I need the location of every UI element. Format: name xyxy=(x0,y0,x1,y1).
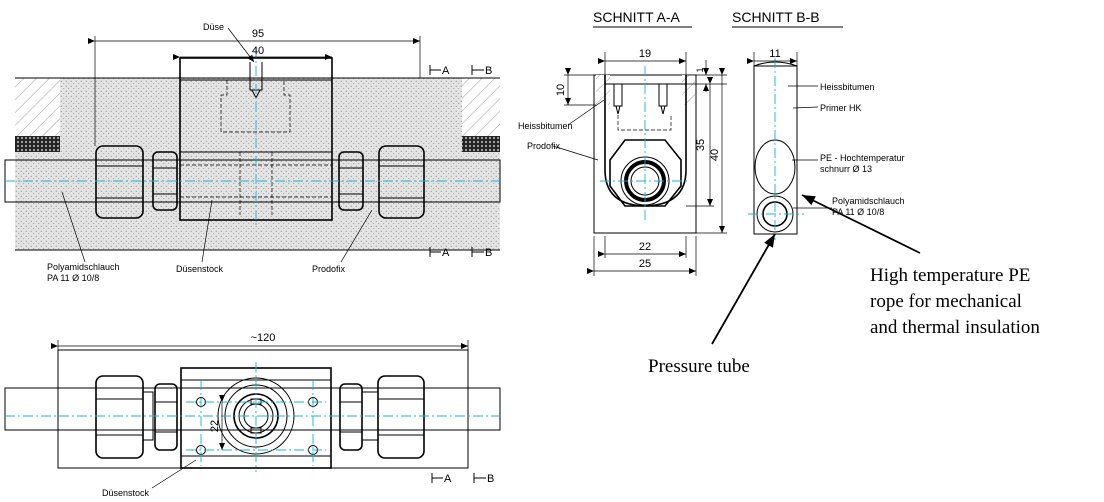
arrow-pressure-tube xyxy=(711,233,776,345)
annotations: High temperature PE rope for mechanical … xyxy=(648,194,1040,377)
title-section-a-a: SCHNITT A-A xyxy=(593,9,681,25)
label-hose-line1: Polyamidschlauch xyxy=(47,262,120,272)
fitting-nut-right-top xyxy=(377,375,425,459)
dim-10-label: 10 xyxy=(555,84,567,96)
cut-mark-a-top: A xyxy=(442,65,450,77)
pe-rope-left xyxy=(15,136,60,152)
label-heissbitumen-a: Heissbitumen xyxy=(518,121,573,131)
front-view: 95 40 Düse A B A B Polyamidschlauch PA 1… xyxy=(4,22,501,283)
title-section-b-b: SCHNITT B-B xyxy=(732,9,820,25)
label-hose-b-line1: Polyamidschlauch xyxy=(832,196,905,206)
fitting-hex-left-top xyxy=(154,383,178,451)
annotation-rope-line2: rope for mechanical xyxy=(870,291,1022,312)
dim-25-label: 25 xyxy=(639,258,651,270)
fitting-hex-section xyxy=(609,139,682,207)
label-hose-b-line2: PA 11 Ø 10/8 xyxy=(832,207,884,217)
nozzle-section-a-right xyxy=(658,84,668,107)
dim-1-label: 1 xyxy=(695,67,705,72)
dim-35-label: 35 xyxy=(695,139,707,151)
insulation-fill xyxy=(15,78,500,250)
dim-120-label: ~120 xyxy=(251,332,276,344)
dim-40-label-section: 40 xyxy=(709,149,721,161)
cut-mark-b-top-view: B xyxy=(487,473,494,485)
label-nozzle-block-top: Düsenstock xyxy=(102,488,150,498)
hose-top xyxy=(4,387,501,431)
annotation-rope-line1: High temperature PE xyxy=(870,265,1030,286)
label-primer: Primer HK xyxy=(820,103,862,113)
section-a-a: SCHNITT A-A 19 10 1 xyxy=(518,9,727,276)
bitumen-section-a-right xyxy=(682,75,695,105)
fitting-hex-right-top xyxy=(339,383,363,451)
annotation-pressure-tube: Pressure tube xyxy=(648,356,750,377)
cut-mark-b-top: B xyxy=(485,65,492,77)
nozzle-section-a-left xyxy=(613,84,623,107)
dim-22-label-top: 22 xyxy=(209,420,221,432)
label-prodofix-a: Prodofix xyxy=(527,141,561,151)
label-duse: Düse xyxy=(203,22,224,32)
arrow-rope xyxy=(801,194,921,254)
cut-mark-a-top-view: A xyxy=(444,473,452,485)
label-pe-line1: PE - Hochtemperatur xyxy=(820,153,905,163)
cut-mark-a-bottom: A xyxy=(442,247,450,259)
bitumen-section-b xyxy=(753,65,798,235)
dim-22-label-section: 22 xyxy=(639,241,651,253)
dim-95-label: 95 xyxy=(252,28,264,40)
label-hose-line2: PA 11 Ø 10/8 xyxy=(47,273,99,283)
label-pe-line2: schnurr Ø 13 xyxy=(820,164,872,174)
dim-40-label: 40 xyxy=(252,45,264,57)
label-heissbitumen-b: Heissbitumen xyxy=(820,82,875,92)
label-nozzle-block: Düsenstock xyxy=(176,264,224,274)
dim-19-label: 19 xyxy=(639,48,651,60)
dim-11-label: 11 xyxy=(769,48,780,60)
section-b-b: SCHNITT B-B 11 Heissbitumen Primer HK PE… xyxy=(732,9,905,240)
label-prodofix: Prodofix xyxy=(312,264,346,274)
top-view: ~120 22 Düsenstock A B xyxy=(4,332,501,498)
bitumen-section-a-left xyxy=(596,75,610,105)
cut-mark-b-bottom: B xyxy=(485,247,492,259)
fitting-nut-right xyxy=(378,145,425,219)
annotation-rope-line3: and thermal insulation xyxy=(870,317,1040,338)
pe-rope-right xyxy=(462,136,500,152)
